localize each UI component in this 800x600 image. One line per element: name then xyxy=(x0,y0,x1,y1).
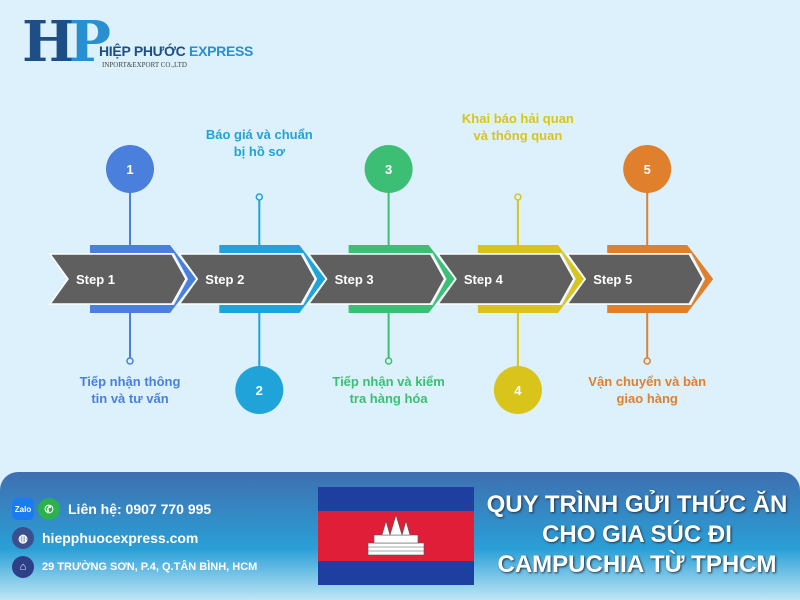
step-number: 1 xyxy=(126,162,133,177)
website-link[interactable]: hiepphuocexpress.com xyxy=(42,530,199,546)
step-description: Tiếp nhận thông tin và tư vấn xyxy=(79,374,181,406)
step-chevron-5 xyxy=(607,245,714,313)
step-circle xyxy=(364,145,413,193)
connector-dot xyxy=(643,357,651,365)
website-row: ◍ hiepphuocexpress.com xyxy=(12,527,198,549)
step-description: Vận chuyển và bàn giao hàng xyxy=(588,374,707,406)
brand-name: HIỆP PHƯỚC EXPRESS xyxy=(99,43,253,59)
step-chevron-2 xyxy=(219,245,326,313)
step-arrow-4 xyxy=(436,253,575,305)
step-label: Step 5 xyxy=(593,272,632,287)
step-circle xyxy=(106,145,154,193)
logo-mark: HP xyxy=(22,14,111,70)
step-chevron-1 xyxy=(90,245,196,313)
step-chevron-4 xyxy=(477,245,584,313)
step-circle xyxy=(493,366,542,414)
banner-title: QUY TRÌNH GỬI THỨC ĂN CHO GIA SÚC ĐI CAM… xyxy=(486,491,788,578)
contact-row: Zalo ✆ Liên hệ: 0907 770 995 xyxy=(12,498,211,520)
footer-banner: Zalo ✆ Liên hệ: 0907 770 995 ◍ hiepphuoc… xyxy=(0,472,800,600)
connector-dot xyxy=(384,357,393,365)
step-number: 3 xyxy=(385,162,392,177)
step-chevron-3 xyxy=(348,245,455,313)
step-arrow-3 xyxy=(307,253,446,305)
step-circle xyxy=(623,145,672,193)
home-icon: ⌂ xyxy=(12,556,34,578)
step-label: Step 1 xyxy=(76,272,115,287)
brand-tagline: INPORT&EXPORT CO.,LTD xyxy=(102,61,187,69)
brand-name-1: HIỆP PHƯỚC xyxy=(99,43,186,59)
connector-dot xyxy=(126,357,134,365)
step-label: Step 2 xyxy=(205,272,244,287)
globe-icon: ◍ xyxy=(12,527,34,549)
phone-icon[interactable]: ✆ xyxy=(38,498,60,520)
step-description: Khai báo hải quan và thông quan xyxy=(461,111,574,143)
address-text: 29 TRƯỜNG SƠN, P.4, Q.TÂN BÌNH, HCM xyxy=(42,561,258,573)
address-row: ⌂ 29 TRƯỜNG SƠN, P.4, Q.TÂN BÌNH, HCM xyxy=(12,556,257,578)
brand-name-2: EXPRESS xyxy=(189,43,254,59)
step-number: 5 xyxy=(644,162,651,177)
step-number: 2 xyxy=(256,383,263,398)
connector-dot xyxy=(255,193,264,201)
connector-dot xyxy=(514,193,522,201)
step-number: 4 xyxy=(514,383,522,398)
step-circle xyxy=(235,366,284,414)
logo-p: P xyxy=(68,9,111,75)
company-logo: HP HIỆP PHƯỚC EXPRESS INPORT&EXPORT CO.,… xyxy=(22,14,253,74)
zalo-icon[interactable]: Zalo xyxy=(12,498,34,520)
step-arrow-5 xyxy=(565,253,705,305)
step-arrow-2 xyxy=(177,253,317,305)
contact-phone[interactable]: Liên hệ: 0907 770 995 xyxy=(68,501,212,517)
logo-h: H xyxy=(22,9,75,75)
step-label: Step 3 xyxy=(335,272,374,287)
step-description: Báo giá và chuẩn bị hồ sơ xyxy=(205,127,313,159)
step-arrow-1 xyxy=(48,253,187,305)
step-label: Step 4 xyxy=(464,272,504,287)
step-description: Tiếp nhận và kiểm tra hàng hóa xyxy=(332,374,445,406)
cambodia-flag xyxy=(318,487,474,585)
